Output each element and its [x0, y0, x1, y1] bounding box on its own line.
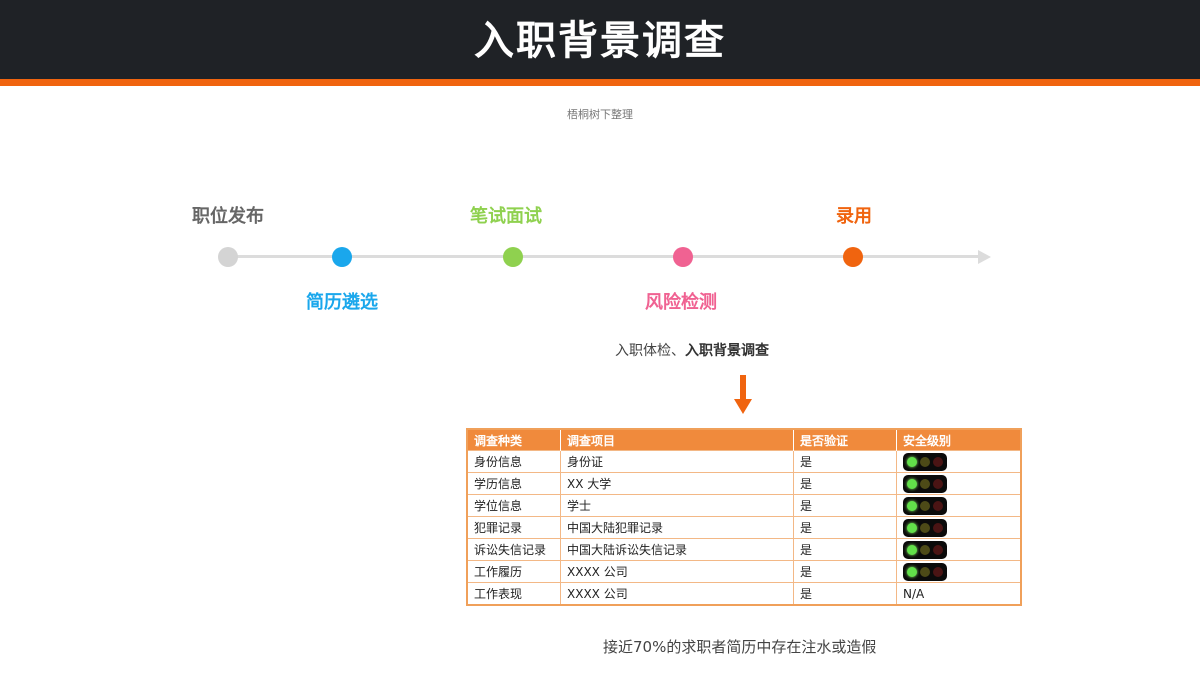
cell-item: 学士	[560, 494, 794, 517]
down-arrow-icon	[734, 375, 752, 414]
timeline-dot-risk-check	[673, 247, 693, 267]
timeline-dot-job-post	[218, 247, 238, 267]
source-credit: 梧桐树下整理	[567, 108, 633, 121]
cell-category: 犯罪记录	[467, 516, 561, 539]
stage-label-resume-screen: 简历遴选	[306, 292, 378, 313]
note-text: 入职体检、	[615, 343, 685, 359]
stage-label-interview: 笔试面试	[470, 206, 542, 227]
cell-verified: 是	[793, 494, 897, 517]
cell-level: N/A	[896, 582, 1022, 605]
cell-level	[896, 538, 1022, 561]
cell-category: 身份信息	[467, 450, 561, 473]
cell-verified: 是	[793, 450, 897, 473]
cell-verified: 是	[793, 472, 897, 495]
cell-verified: 是	[793, 538, 897, 561]
cell-item: 中国大陆犯罪记录	[560, 516, 794, 539]
cell-category: 工作履历	[467, 560, 561, 583]
cell-level	[896, 494, 1022, 517]
cell-category: 工作表现	[467, 582, 561, 605]
cell-verified: 是	[793, 560, 897, 583]
cell-item: XXXX 公司	[560, 582, 794, 605]
accent-stripe	[0, 79, 1200, 86]
stage-label-risk-check: 风险检测	[645, 292, 717, 313]
cell-item: 中国大陆诉讼失信记录	[560, 538, 794, 561]
traffic-light-icon	[903, 562, 947, 581]
traffic-light-icon	[903, 452, 947, 471]
table-row: 学位信息学士是	[467, 494, 1022, 517]
note-text-bold: 入职背景调查	[685, 343, 769, 359]
column-header: 调查项目	[560, 429, 794, 451]
cell-level	[896, 472, 1022, 495]
footer-note: 接近70%的求职者简历中存在注水或造假	[603, 638, 877, 656]
timeline-dot-hire	[843, 247, 863, 267]
timeline-dot-resume-screen	[332, 247, 352, 267]
stage-note: 入职体检、入职背景调查	[615, 340, 769, 360]
cell-level	[896, 560, 1022, 583]
cell-level	[896, 516, 1022, 539]
cell-item: XXXX 公司	[560, 560, 794, 583]
page-title: 入职背景调查	[474, 18, 726, 64]
cell-category: 诉讼失信记录	[467, 538, 561, 561]
column-header: 调查种类	[467, 429, 561, 451]
table-header-row: 调查种类 调查项目 是否验证 安全级别	[467, 429, 1022, 451]
cell-item: XX 大学	[560, 472, 794, 495]
timeline-line	[228, 255, 980, 258]
cell-category: 学位信息	[467, 494, 561, 517]
table-row: 犯罪记录中国大陆犯罪记录是	[467, 516, 1022, 539]
traffic-light-icon	[903, 540, 947, 559]
stage-label-job-post: 职位发布	[192, 206, 264, 227]
cell-verified: 是	[793, 516, 897, 539]
traffic-light-icon	[903, 474, 947, 493]
column-header: 是否验证	[793, 429, 897, 451]
column-header: 安全级别	[896, 429, 1022, 451]
traffic-light-icon	[903, 518, 947, 537]
cell-category: 学历信息	[467, 472, 561, 495]
traffic-light-icon	[903, 496, 947, 515]
cell-verified: 是	[793, 582, 897, 605]
table-row: 身份信息身份证是	[467, 450, 1022, 473]
table-row: 诉讼失信记录中国大陆诉讼失信记录是	[467, 538, 1022, 561]
cell-level	[896, 450, 1022, 473]
stage-label-hire: 录用	[836, 206, 872, 227]
cell-item: 身份证	[560, 450, 794, 473]
timeline-dot-interview	[503, 247, 523, 267]
header-bar: 入职背景调查	[0, 0, 1200, 79]
timeline-arrow-icon	[978, 250, 991, 264]
